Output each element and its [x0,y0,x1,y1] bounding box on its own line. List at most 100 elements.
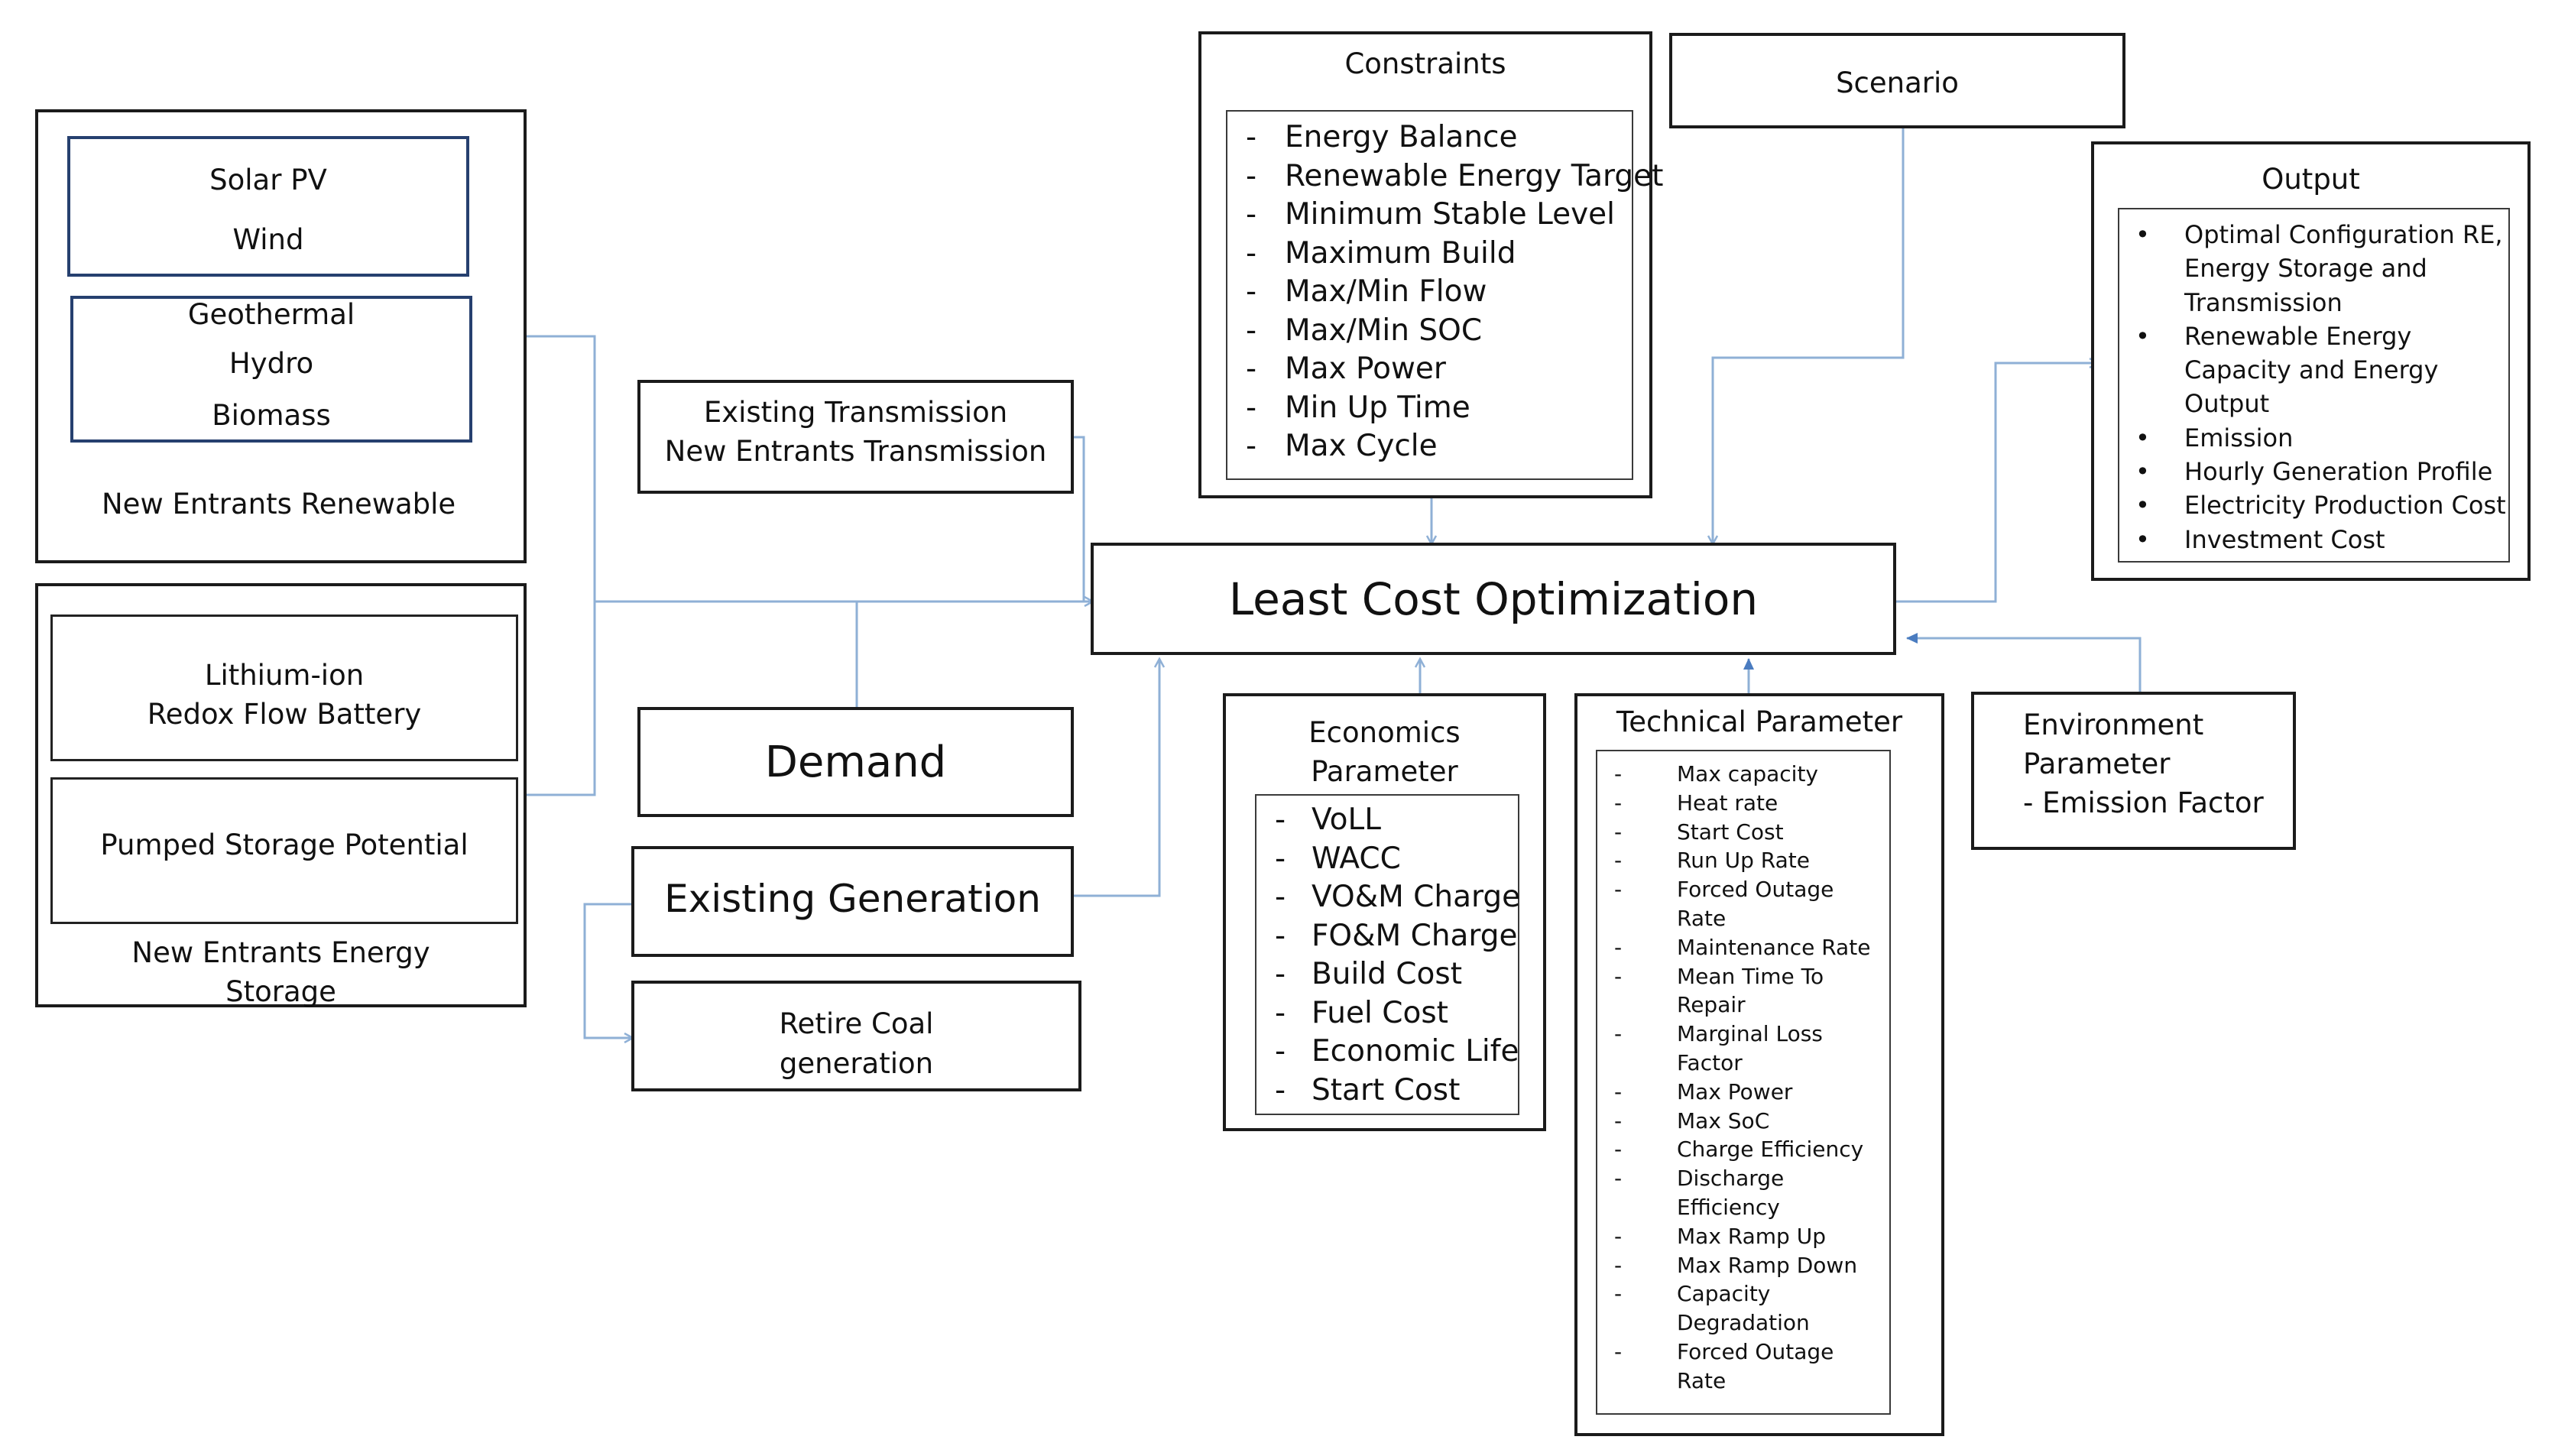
technical-item-line: Capacity [1677,1281,1771,1307]
output-item: Investment Cost [2135,523,2506,557]
economics-title-2: Parameter [1311,755,1458,788]
lithium-ion-label: Lithium-ion [204,659,365,692]
output-title: Output [2262,163,2360,196]
technical-item-dash: - [1614,790,1623,816]
technical-item-line: Degradation [1677,1310,1810,1336]
economics-item: VoLL [1275,801,1520,840]
technical-item-dash: - [1614,761,1623,786]
technical-item-dash: - [1614,1338,1623,1364]
economics-title-1: Economics [1308,716,1461,749]
constraint-item: Minimum Stable Level [1246,196,1663,235]
technical-item-line: Discharge [1677,1166,1785,1192]
link-scenario [1713,128,1905,544]
retire-generation-label: generation [779,1047,934,1080]
constraint-item: Maximum Build [1246,235,1663,274]
constraint-item: Energy Balance [1246,118,1663,157]
link-retire [583,903,633,1038]
output-item-line: Electricity Production Cost [2184,491,2506,520]
least-cost-optimization-label: Least Cost Optimization [1228,573,1759,625]
technical-item: - Max Ramp Down [1597,1251,1870,1280]
technical-list-frame: -Max capacity-Heat rate-Start Cost-Run U… [1596,750,1891,1415]
constraint-item: Max Cycle [1246,427,1663,466]
technical-item-dash: - [1614,1021,1623,1047]
constraint-item: Max/Min Flow [1246,273,1663,312]
retire-coal-box: Retire Coal generation [631,981,1081,1091]
constraint-item: Min Up Time [1246,389,1663,428]
technical-item: -Charge Efficiency [1597,1135,1870,1164]
technical-item: - Max capacity [1597,760,1870,789]
output-item-line: Renewable Energy [2184,321,2412,351]
technical-item-line: Max SoC [1677,1107,1770,1133]
constraint-item: Max/Min SOC [1246,312,1663,351]
constraints-list: Energy BalanceRenewable Energy TargetMin… [1246,118,1663,466]
technical-item-dash: - [1614,1252,1623,1278]
new-entrants-renewable-caption: New Entrants Renewable [102,488,456,520]
new-entrants-transmission-label: New Entrants Transmission [664,435,1047,468]
economics-list-frame: VoLLWACCVO&M ChargeFO&M ChargeBuild Cost… [1255,794,1520,1115]
output-item: Electricity Production Cost [2135,488,2506,523]
technical-item-line: Efficiency [1677,1194,1780,1220]
technical-item-dash: - [1614,963,1623,989]
least-cost-optimization-box: Least Cost Optimization [1091,543,1896,655]
output-list: Optimal Configuration RE, Energy Storage … [2135,218,2506,557]
pumped-storage-group: Pumped Storage Potential [50,777,518,924]
output-item-line: Energy Storage and [2184,254,2427,284]
technical-item: - Max Power [1597,1078,1870,1107]
output-item-line: Emission [2184,423,2294,452]
solar-pv-label: Solar PV [209,164,327,196]
technical-item: -Heat rate [1597,789,1870,818]
technical-item-dash: - [1614,1107,1623,1133]
demand-label: Demand [764,738,947,787]
technical-item: -Maintenance Rate [1597,933,1870,962]
technical-item-line: Mean Time To [1677,963,1824,989]
technical-item-line: Marginal Loss [1677,1021,1823,1047]
technical-list: -Max capacity-Heat rate-Start Cost-Run U… [1597,760,1870,1396]
technical-item-line: Forced Outage [1677,1338,1834,1364]
technical-item-line: Start Cost [1677,819,1784,845]
output-item-line: Hourly Generation Profile [2184,457,2493,487]
economics-item: Fuel Cost [1275,994,1520,1033]
output-box: Output Optimal Configuration RE, Energy S… [2091,141,2531,581]
technical-item-dash: - [1614,1281,1623,1307]
new-entrants-energy-storage-group: Lithium-ion Redox Flow Battery Pumped St… [35,583,527,1008]
technical-item-line: Repair [1677,992,1746,1018]
emission-factor-label: - Emission Factor [2023,786,2264,819]
output-item: Hourly Generation Profile [2135,455,2506,489]
retire-coal-label: Retire Coal [779,1007,934,1040]
economics-item: Build Cost [1275,955,1520,994]
geothermal-label: Geothermal [187,298,355,331]
geothermal-hydro-biomass-group: Geothermal Hydro Biomass [70,296,472,443]
link-transmission [1074,436,1085,602]
scenario-label: Scenario [1836,66,1959,99]
technical-item-dash: - [1614,819,1623,845]
redox-flow-battery-label: Redox Flow Battery [147,698,422,731]
technical-item-line: Forced Outage [1677,877,1834,903]
technical-item: - Max SoC [1597,1107,1870,1136]
technical-item-line: Maintenance Rate [1677,934,1871,960]
technical-title: Technical Parameter [1616,705,1903,738]
environment-title-2: Parameter [2023,747,2171,780]
technical-item-dash: - [1614,1166,1623,1192]
technical-item-line: Factor [1677,1049,1743,1075]
technical-item: - Start Cost [1597,818,1870,847]
technical-item: -Max Ramp Up [1597,1222,1870,1251]
economics-item: Economic Life [1275,1033,1520,1072]
technical-item-line: Max Ramp Down [1677,1252,1858,1278]
output-item: Optimal Configuration RE, Energy Storage … [2135,218,2506,319]
output-item-line: Optimal Configuration RE, [2184,220,2503,249]
economics-parameter-box: Economics Parameter VoLLWACCVO&M ChargeF… [1223,693,1546,1131]
output-list-frame: Optimal Configuration RE, Energy Storage … [2118,208,2510,563]
technical-item: - Mean Time To Repair [1597,962,1870,1020]
technical-item-dash: - [1614,877,1623,903]
output-item-line: Investment Cost [2184,524,2385,554]
technical-item-line: Max capacity [1677,761,1818,786]
technical-item-dash: - [1614,1078,1623,1104]
transmission-box: Existing Transmission New Entrants Trans… [637,380,1074,494]
technical-item-line: Max Power [1677,1078,1793,1104]
constraints-title: Constraints [1344,47,1506,80]
solar-wind-group: Solar PV Wind [67,136,469,277]
